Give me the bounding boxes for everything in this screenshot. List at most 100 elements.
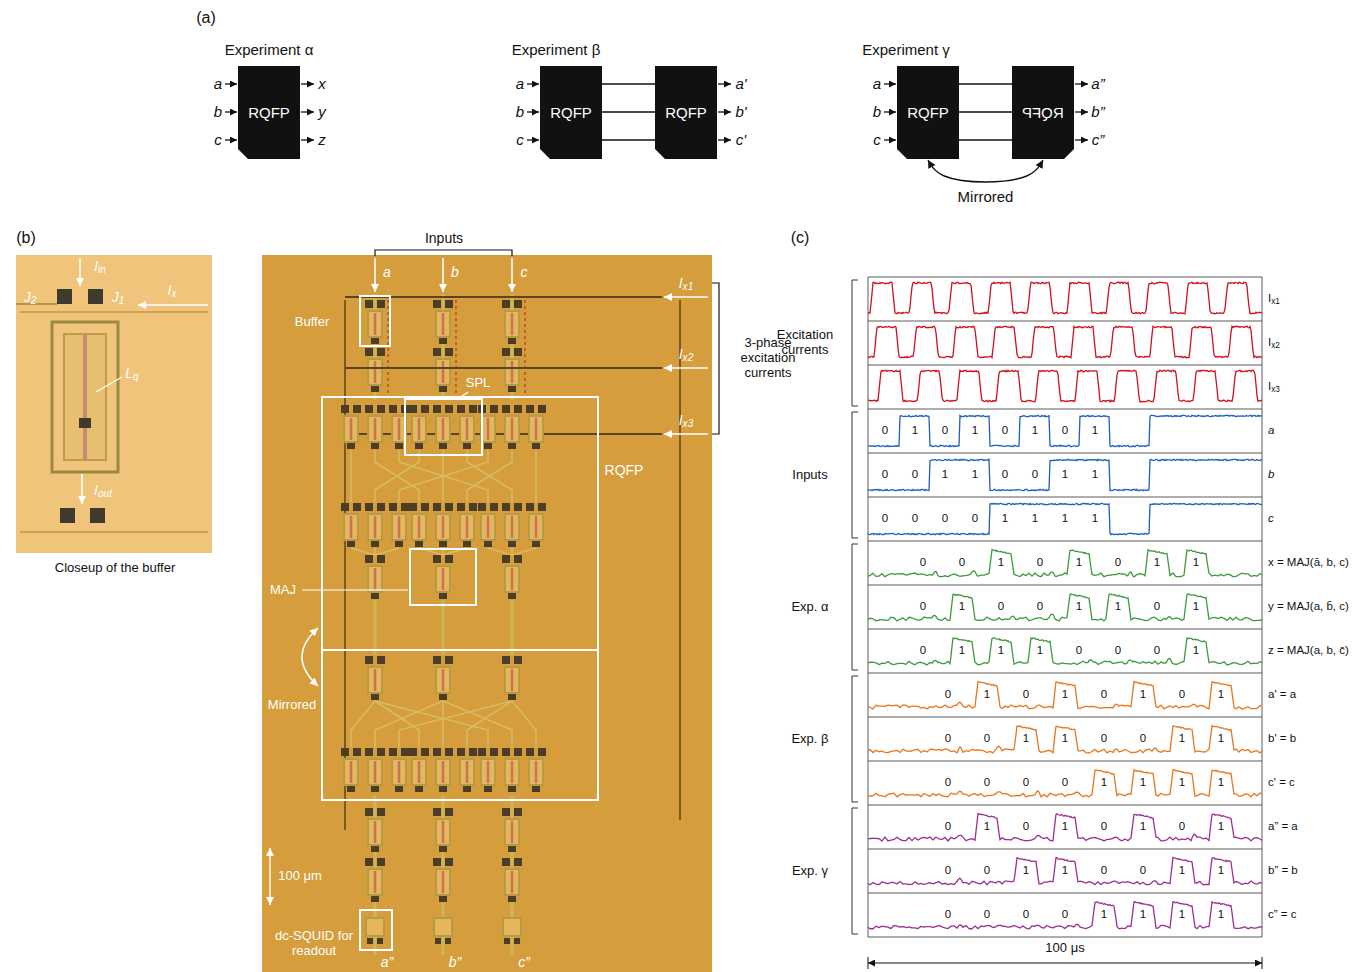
io-arrows [884, 139, 896, 140]
micrograph [505, 869, 519, 895]
micrograph [508, 386, 516, 392]
micrograph [538, 503, 546, 511]
micrograph [439, 443, 447, 449]
micrograph [445, 808, 453, 816]
micrograph [487, 516, 490, 538]
micrograph [504, 938, 510, 944]
text-label: c' = c [1268, 776, 1295, 789]
micrograph [389, 503, 397, 511]
buffer-closeup-photo [79, 418, 91, 428]
bit-value: 0 [882, 512, 888, 525]
buffer-closeup-photo [20, 311, 208, 313]
buffer-closeup-photo [52, 322, 118, 472]
micrograph [368, 869, 382, 895]
micrograph [350, 450, 352, 502]
micrograph [418, 761, 421, 783]
bit-value: 1 [1140, 820, 1146, 833]
text-label: z = MAJ(a, b, c̄) [1268, 644, 1349, 657]
micrograph [436, 359, 450, 385]
micrograph [442, 418, 445, 440]
text-label: c” = c [1268, 908, 1296, 921]
micrograph [514, 555, 522, 563]
micrograph [436, 566, 450, 592]
timing-chart [868, 937, 1262, 938]
io-arrows [225, 139, 237, 140]
micrograph [514, 656, 522, 664]
buffer-closeup-photo [96, 377, 122, 392]
text-label: Mirrored [268, 698, 316, 713]
micrograph [353, 405, 361, 413]
micrograph [371, 593, 379, 599]
micrograph [409, 405, 417, 413]
micrograph [374, 821, 377, 843]
bit-value: 1 [1062, 688, 1068, 701]
micrograph [374, 600, 377, 655]
bit-value: 0 [945, 688, 951, 701]
micrograph [377, 858, 385, 866]
micrograph [345, 296, 662, 298]
micrograph [389, 748, 397, 756]
text-label: c [516, 131, 524, 148]
bit-value: 0 [1002, 424, 1008, 437]
micrograph [508, 846, 516, 852]
micrograph [365, 348, 373, 356]
micrograph [374, 871, 377, 893]
micrograph [392, 759, 406, 785]
micrograph [435, 938, 441, 944]
buffer-closeup-photo [88, 289, 103, 304]
text-label: Experiment α [225, 41, 314, 58]
micrograph [322, 397, 598, 650]
bit-value: 1 [1062, 864, 1068, 877]
bit-value: 1 [1218, 820, 1224, 833]
buffer-closeup-photo [90, 508, 105, 523]
micrograph [511, 516, 514, 538]
text-label: dc-SQUID for readout [274, 929, 354, 959]
micrograph [524, 300, 526, 396]
micrograph [505, 359, 519, 385]
micrograph [371, 541, 379, 547]
text-label: b [516, 103, 524, 120]
text-label: b [451, 264, 459, 280]
micrograph [374, 258, 376, 292]
block-shape [897, 66, 959, 159]
subscript: 1 [119, 295, 125, 306]
bit-value: 0 [1154, 644, 1160, 657]
text-label: a” = a [1268, 820, 1298, 833]
buffer-closeup-photo [20, 531, 208, 533]
micrograph [368, 667, 382, 693]
timing-chart [868, 805, 1262, 806]
connector [928, 160, 1043, 182]
micrograph [511, 669, 514, 691]
io-arrows [718, 83, 731, 84]
bit-value: 1 [1218, 732, 1224, 745]
connector [602, 139, 655, 140]
subscript: q [133, 371, 139, 382]
micrograph [442, 821, 445, 843]
micrograph [344, 759, 358, 785]
bit-value: 0 [984, 908, 990, 921]
bit-value: 0 [1023, 688, 1029, 701]
bit-value: 1 [1218, 864, 1224, 877]
text-label: b [873, 103, 881, 120]
micrograph [442, 871, 445, 893]
micrograph [374, 669, 377, 691]
bit-value: 1 [1032, 424, 1038, 437]
micrograph [502, 748, 510, 756]
micrograph [353, 748, 361, 756]
text-label: a [1268, 424, 1274, 437]
micrograph [514, 808, 522, 816]
micrograph [262, 255, 712, 972]
bracket [375, 250, 719, 434]
buffer-closeup-photo [83, 334, 87, 460]
text-label: a” [1091, 75, 1104, 92]
text-label: c” [518, 954, 530, 970]
micrograph [514, 503, 522, 511]
micrograph [341, 405, 349, 413]
bit-value: 0 [1179, 688, 1185, 701]
io-arrows [301, 111, 314, 112]
micrograph [478, 503, 486, 511]
micrograph [439, 541, 447, 547]
micrograph [508, 786, 516, 792]
micrograph [664, 367, 708, 369]
